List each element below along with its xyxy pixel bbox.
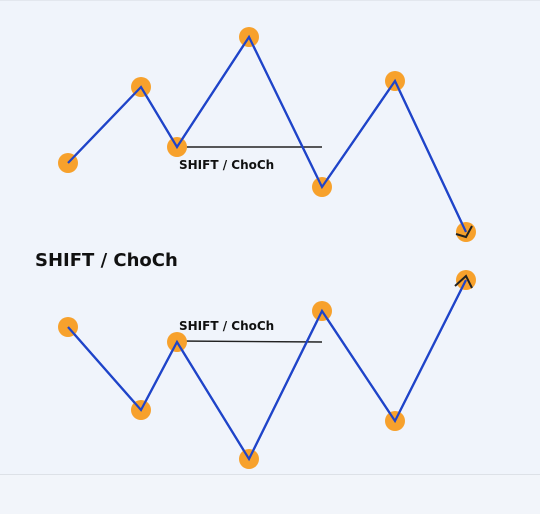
diagram-title: SHIFT / ChoCh	[35, 250, 178, 271]
bottom-wave-line-overlay	[67, 279, 467, 462]
shift-choch-diagram	[58, 27, 476, 469]
bottom-wave	[58, 270, 476, 469]
top-wave	[58, 27, 476, 242]
bottom-level-line	[176, 340, 323, 343]
top-shift-label: SHIFT / ChoCh	[179, 158, 275, 172]
top-wave-line	[67, 34, 467, 233]
bottom-wave-line	[67, 279, 467, 462]
top-arrow-head	[455, 225, 473, 239]
top-wave-line-overlay	[67, 34, 467, 233]
bottom-arrow-head	[454, 274, 473, 289]
bottom-shift-label: SHIFT / ChoCh	[179, 319, 275, 333]
footer-strip	[0, 475, 540, 514]
